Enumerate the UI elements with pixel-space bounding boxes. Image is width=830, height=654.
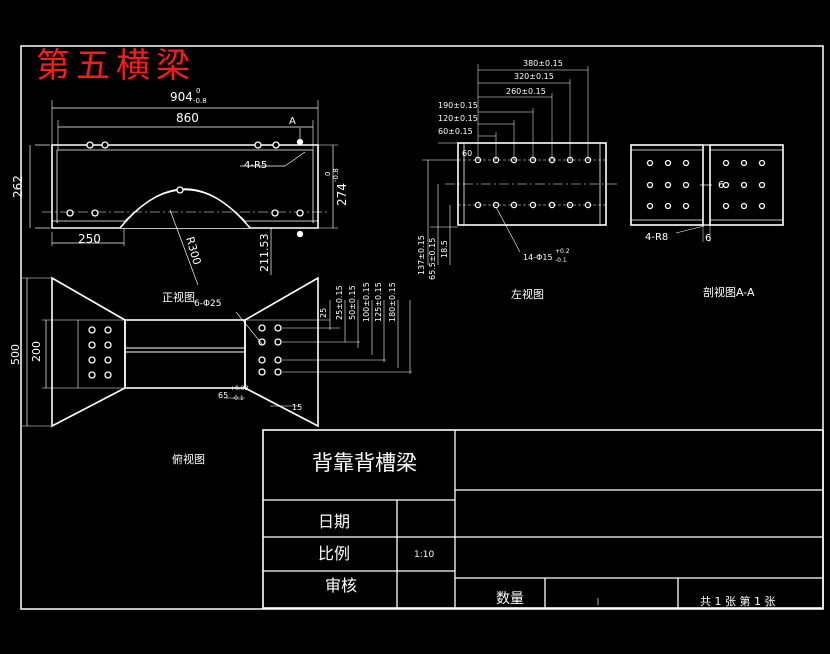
dim-gap-6b: 6 bbox=[705, 233, 711, 244]
dim-904: 904 bbox=[170, 90, 193, 104]
dim-15: 15 bbox=[292, 403, 302, 412]
hole-tol-upper: +0.2 bbox=[555, 248, 570, 255]
row-scale: 比例 bbox=[318, 544, 350, 563]
dim-125: 125±0.15 bbox=[374, 282, 383, 322]
dim-65: 65 bbox=[218, 391, 228, 400]
part-name: 背靠背槽梁 bbox=[312, 451, 417, 475]
radius-note-4r8: 4-R8 bbox=[645, 232, 668, 243]
dim-190: 190±0.15 bbox=[438, 101, 478, 110]
dim-25: 25 bbox=[319, 308, 328, 318]
drawing-title: 第五横梁 bbox=[36, 46, 196, 86]
top-view-labels: 500 200 6-Φ25 65 +0.03 -0.1 25 25±0.15 5… bbox=[9, 282, 397, 466]
dim-100: 100±0.15 bbox=[362, 282, 371, 322]
section-view bbox=[630, 144, 784, 242]
dim-60: 60±0.15 bbox=[438, 127, 473, 136]
left-view bbox=[422, 64, 620, 265]
dim-211-53: 211.53 bbox=[258, 234, 271, 273]
hole-note-4r5: 4-R5 bbox=[244, 160, 267, 171]
dim-860: 860 bbox=[176, 111, 199, 125]
left-view-labels: 380±0.15 320±0.15 260±0.15 190±0.15 120±… bbox=[417, 59, 570, 301]
section-view-labels: 6 6 4-R8 剖视图A-A bbox=[645, 180, 755, 299]
dim-274-tol-upper: 0 bbox=[324, 172, 332, 176]
row-date: 日期 bbox=[318, 512, 350, 531]
dim-120: 120±0.15 bbox=[438, 114, 478, 123]
dim-gap-6: 6 bbox=[718, 180, 724, 191]
dim-v1: 137±0.15 bbox=[417, 235, 426, 275]
sheet-info: 共 1 张 第 1 张 bbox=[700, 594, 775, 608]
dim-320: 320±0.15 bbox=[514, 72, 554, 81]
dim-500: 500 bbox=[9, 344, 22, 365]
dim-65-tol-upper: +0.03 bbox=[230, 385, 249, 392]
section-mark-a: A bbox=[289, 116, 296, 127]
dim-60b: 60 bbox=[462, 149, 472, 158]
drawing-frame bbox=[20, 45, 824, 610]
dim-274-tol-lower: -0.8 bbox=[332, 168, 340, 182]
dim-180: 180±0.15 bbox=[388, 282, 397, 322]
dim-380: 380±0.15 bbox=[523, 59, 563, 68]
title-block bbox=[262, 429, 824, 609]
front-view bbox=[29, 100, 338, 286]
dim-260: 260±0.15 bbox=[506, 87, 546, 96]
left-view-label: 左视图 bbox=[511, 287, 544, 301]
scale-value: 1:10 bbox=[414, 550, 434, 560]
dim-v2: 65.5±0.15 bbox=[428, 238, 437, 280]
dim-200: 200 bbox=[30, 341, 43, 362]
row-review: 审核 bbox=[325, 576, 357, 595]
dim-262: 262 bbox=[11, 175, 25, 198]
top-view bbox=[22, 276, 412, 428]
quantity-label: 数量 bbox=[496, 591, 524, 607]
dim-r300: R300 bbox=[183, 235, 203, 266]
hole-tol-lower: -0.1 bbox=[555, 257, 567, 264]
dim-v3: 18.5 bbox=[440, 240, 449, 258]
dim-50: 50±0.15 bbox=[348, 285, 357, 320]
hole-note-6phi25: 6-Φ25 bbox=[194, 299, 222, 309]
top-view-label: 俯视图 bbox=[172, 452, 205, 466]
title-block-labels: 背靠背槽梁 日期 比例 1:10 审核 数量 共 1 张 第 1 张 bbox=[312, 451, 775, 608]
dim-65-tol-lower: -0.1 bbox=[232, 395, 244, 402]
section-view-label: 剖视图A-A bbox=[703, 285, 755, 299]
dim-904-tol-upper: 0 bbox=[196, 87, 200, 95]
front-view-label: 正视图 bbox=[162, 290, 195, 304]
hole-note-14phi15: 14-Φ15 bbox=[523, 253, 553, 262]
dim-250: 250 bbox=[78, 232, 101, 246]
dim-904-tol-lower: -0.8 bbox=[193, 97, 207, 105]
dim-25b: 25±0.15 bbox=[335, 285, 344, 320]
dim-274: 274 bbox=[335, 183, 349, 206]
